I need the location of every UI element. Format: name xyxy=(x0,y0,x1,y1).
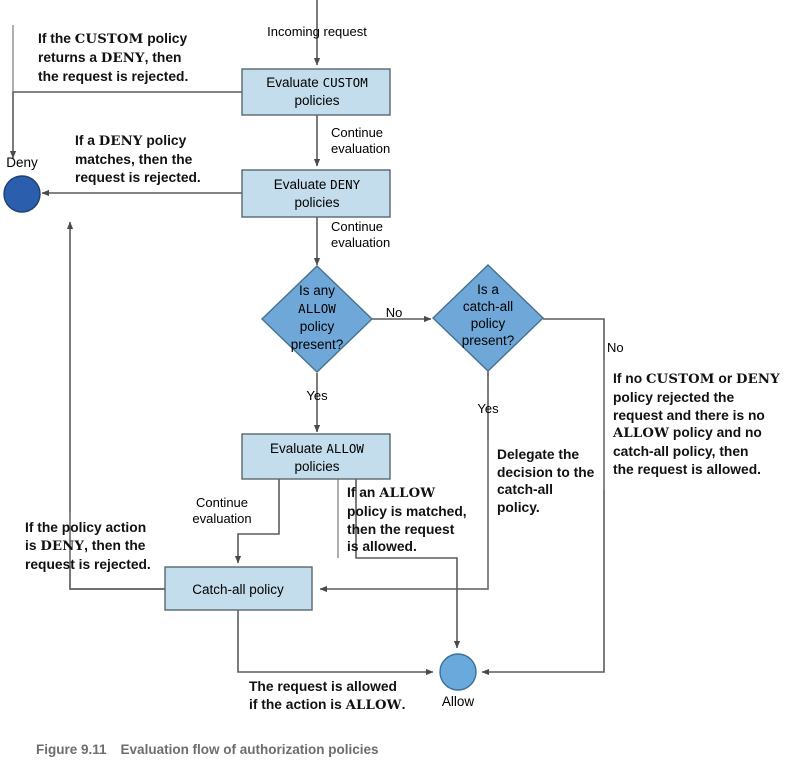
node-evaluate-custom[interactable] xyxy=(241,68,391,116)
decision-allow-line1: Is any xyxy=(299,283,335,298)
edge-allow-to-catchall-line1: Continue xyxy=(196,495,248,510)
terminal-allow-label: Allow xyxy=(442,694,475,709)
edge-catchall-to-allow-terminal xyxy=(237,610,434,676)
node-decision-allow-present[interactable] xyxy=(260,265,374,373)
evaluate-custom-keyword: CUSTOM xyxy=(323,75,368,90)
decision-allow-line4: present? xyxy=(291,337,344,352)
node-text-layer: Evaluate CUSTOM policies Evaluate DENY p… xyxy=(6,75,514,709)
decision-catchall-line1: Is a xyxy=(477,282,499,297)
terminal-allow-circle[interactable] xyxy=(439,653,477,691)
figure-caption: Figure 9.11 Evaluation flow of authorizat… xyxy=(36,742,379,757)
edge-allow-to-catchall-line2: evaluation xyxy=(192,511,251,526)
edge-label-allow-present-yes: Yes xyxy=(306,388,328,403)
evaluate-custom-prefix: Evaluate xyxy=(266,75,322,90)
decision-catchall-line4: present? xyxy=(462,333,515,348)
decision-catchall-line3: policy xyxy=(471,316,506,331)
figure-title: Evaluation flow of authorization policie… xyxy=(120,742,379,757)
node-catch-all-policy[interactable] xyxy=(164,566,313,611)
svg-text:Evaluate DENY: Evaluate DENY xyxy=(274,177,361,192)
edge-custom-to-deny-line2: evaluation xyxy=(331,141,390,156)
edge-allow-matched-to-allow-terminal xyxy=(355,479,461,649)
evaluate-deny-keyword: DENY xyxy=(330,177,361,192)
edge-label-allow-present-no: No xyxy=(386,305,403,320)
edge-label-catchall-present-yes: Yes xyxy=(477,401,499,416)
evaluate-deny-prefix: Evaluate xyxy=(274,177,330,192)
node-evaluate-deny[interactable] xyxy=(241,169,391,218)
node-decision-catchall-present[interactable] xyxy=(431,264,545,372)
svg-text:Evaluate ALLOW: Evaluate ALLOW xyxy=(270,441,364,456)
decision-allow-keyword: ALLOW xyxy=(298,301,336,316)
edge-label-catchall-present-no: No xyxy=(607,340,624,355)
edge-text-layer: Incoming request Continue evaluation Con… xyxy=(192,24,623,526)
terminal-deny-label: Deny xyxy=(6,155,38,170)
nodes-layer xyxy=(3,68,545,691)
edge-allow-to-catchall xyxy=(234,479,280,564)
node-evaluate-allow[interactable] xyxy=(241,433,391,480)
evaluate-deny-suffix: policies xyxy=(294,195,339,210)
evaluate-allow-suffix: policies xyxy=(294,459,339,474)
edge-decision2-no-to-allow-terminal xyxy=(481,318,605,676)
edge-deny-to-decision-line1: Continue xyxy=(331,219,383,234)
terminal-deny-circle[interactable] xyxy=(3,175,41,213)
evaluate-custom-suffix: policies xyxy=(294,93,339,108)
edge-deny-to-decision-line2: evaluation xyxy=(331,235,390,250)
decision-catchall-line2: catch-all xyxy=(463,299,513,314)
evaluate-allow-keyword: ALLOW xyxy=(326,441,364,456)
evaluate-allow-prefix: Evaluate xyxy=(270,441,326,456)
svg-text:Evaluate CUSTOM: Evaluate CUSTOM xyxy=(266,75,367,90)
edge-decision2-yes-to-catchall xyxy=(319,371,489,593)
decision-allow-line3: policy xyxy=(300,319,335,334)
edge-custom-to-deny-line1: Continue xyxy=(331,125,383,140)
figure-number: Figure 9.11 xyxy=(36,742,107,757)
edges-layer xyxy=(9,0,605,676)
catch-all-policy-label: Catch-all policy xyxy=(192,582,284,597)
incoming-request-label: Incoming request xyxy=(267,24,367,39)
